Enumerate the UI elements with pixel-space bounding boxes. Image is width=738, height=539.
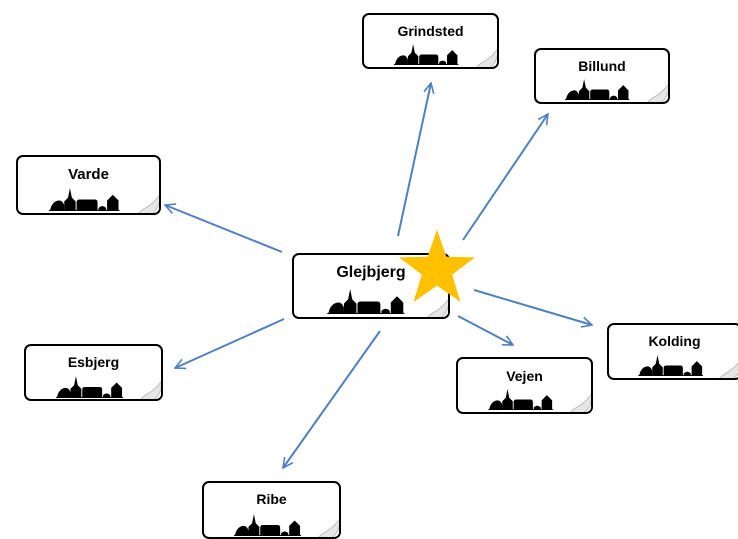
sign-label: Kolding: [648, 333, 701, 349]
sign-label: Grindsted: [397, 23, 464, 39]
star-icon: [399, 229, 475, 302]
sign-vejen: Vejen: [456, 357, 593, 414]
sign-grindsted: Grindsted: [362, 13, 499, 69]
arrow-to-ribe: [283, 330, 381, 468]
arrow-to-kolding: [473, 289, 592, 325]
sign-label: Glejbjerg: [336, 264, 406, 281]
page-curl-icon: [137, 193, 159, 213]
sign-label: Esbjerg: [67, 354, 120, 370]
town-skyline-icon: [637, 355, 703, 376]
arrow-to-vejen: [457, 315, 513, 346]
town-skyline-icon: [55, 376, 123, 398]
arrow-to-esbjerg: [175, 318, 285, 368]
sign-kolding: Kolding: [607, 323, 738, 380]
sign-ribe: Ribe: [202, 481, 341, 539]
page-curl-icon: [139, 379, 161, 399]
sign-label: Varde: [68, 166, 109, 183]
sign-label: Billund: [578, 58, 626, 74]
town-skyline-icon: [393, 44, 458, 65]
sign-esbjerg: Esbjerg: [24, 344, 163, 401]
page-curl-icon: [646, 82, 668, 102]
page-curl-icon: [718, 358, 738, 378]
sign-label: Ribe: [256, 491, 287, 507]
sign-varde: Varde: [16, 155, 161, 215]
town-skyline-icon: [487, 389, 553, 410]
arrow-to-varde: [165, 205, 283, 253]
page-curl-icon: [475, 47, 497, 67]
town-skyline-icon: [233, 514, 301, 536]
sign-label: Vejen: [506, 368, 543, 384]
town-skyline-icon: [48, 188, 119, 211]
arrow-to-billund: [462, 114, 548, 241]
sign-billund: Billund: [534, 48, 670, 104]
page-curl-icon: [569, 392, 591, 412]
arrow-to-grindsted: [397, 83, 431, 237]
town-skyline-icon: [565, 79, 630, 100]
